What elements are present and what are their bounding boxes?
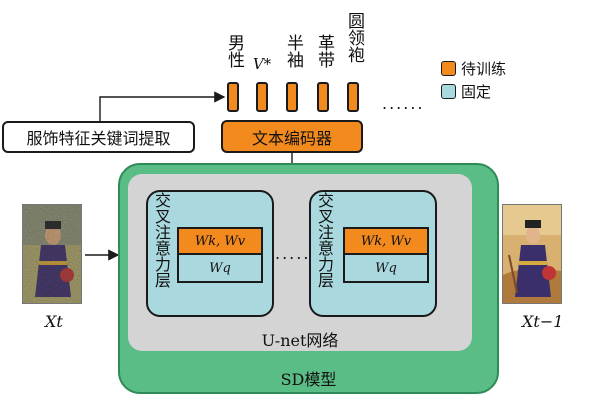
blocks-ellipsis: ...... — [275, 244, 318, 263]
wq-weights: Wq — [343, 255, 429, 283]
token-bar — [227, 82, 239, 112]
legend-trainable-label: 待训练 — [461, 60, 507, 78]
legend-frozen-swatch — [441, 84, 456, 99]
wkv-weights: Wk, Wv — [177, 227, 263, 255]
sd-model-label: SD模型 — [280, 370, 337, 389]
extract-to-tokens-arrow — [99, 91, 226, 121]
clean-figure-graphic — [503, 205, 561, 303]
cross-attention-title: 交叉注意力层 — [315, 192, 334, 288]
token-bar — [256, 82, 268, 112]
keyword-v-star: V* — [252, 55, 272, 73]
input-label: Xt — [45, 312, 63, 331]
cross-attention-title: 交叉注意力层 — [152, 192, 171, 288]
noisy-figure-graphic — [23, 205, 81, 303]
keyword-leather-belt: 革带 — [314, 34, 334, 68]
wkv-weights: Wk, Wv — [343, 227, 429, 255]
denoised-output-image — [502, 204, 562, 304]
token-bar — [347, 82, 359, 112]
text-encoder-box: 文本编码器 — [221, 120, 363, 153]
token-bar — [286, 82, 298, 112]
noisy-input-image — [22, 204, 82, 304]
output-label: Xt−1 — [522, 312, 564, 331]
keyword-round-collar-robe: 圆领袍 — [344, 12, 364, 63]
wq-weights: Wq — [177, 255, 263, 283]
token-bar — [317, 82, 329, 112]
keyword-male: 男性 — [224, 34, 244, 68]
keyword-half-sleeve: 半袖 — [283, 34, 303, 68]
legend-frozen-label: 固定 — [461, 83, 492, 101]
keyword-extraction-box: 服饰特征关键词提取 — [2, 121, 195, 153]
token-ellipsis: ...... — [382, 94, 425, 113]
unet-label: U-net网络 — [261, 331, 339, 350]
legend-trainable-swatch — [441, 61, 456, 76]
